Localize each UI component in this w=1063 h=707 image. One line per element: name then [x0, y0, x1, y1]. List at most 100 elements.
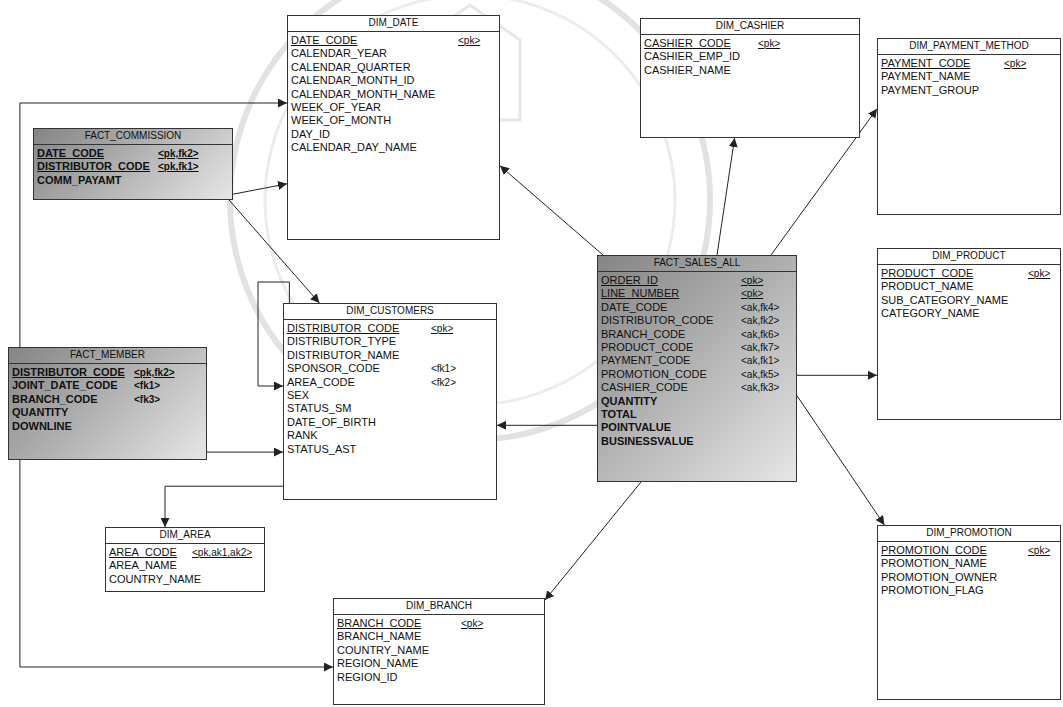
key-tag: <pk>	[1004, 57, 1026, 70]
column-name: POINTVALUE	[601, 421, 671, 434]
column-row: ORDER_ID <pk>	[598, 274, 796, 287]
column-row: BUSINESSVALUE	[598, 435, 796, 448]
table-title: FACT_COMMISSION	[85, 130, 182, 141]
key-tag: <ak,fk2>	[741, 314, 779, 327]
table-title: DIM_CUSTOMERS	[346, 305, 434, 316]
column-row: PAYMENT_NAME	[878, 70, 1060, 83]
column-row: DISTRIBUTOR_CODE<pk>	[284, 322, 496, 335]
table-title: DIM_BRANCH	[406, 600, 472, 611]
column-name: DISTRIBUTOR_CODE	[12, 366, 125, 379]
column-row: SPONSOR_CODE <fk1>	[284, 362, 496, 375]
column-name: SPONSOR_CODE	[287, 362, 380, 375]
column-row: QUANTITY	[598, 395, 796, 408]
table-header: DIM_PRODUCT	[878, 249, 1060, 265]
column-row: DISTRIBUTOR_TYPE	[284, 335, 496, 348]
column-row: PRODUCT_CODE<ak,fk7>	[598, 341, 796, 354]
column-row: PROMOTION_CODE<ak,fk5>	[598, 368, 796, 381]
column-name: BRANCH_CODE	[337, 617, 421, 630]
column-list: PAYMENT_CODE<pk>PAYMENT_NAMEPAYMENT_GROU…	[878, 55, 1060, 97]
column-name: COUNTRY_NAME	[337, 644, 429, 657]
table-header: FACT_MEMBER	[9, 348, 206, 364]
key-tag: <pk>	[1028, 267, 1050, 280]
column-name: CASHIER_CODE	[644, 37, 731, 50]
column-row: AREA_CODE<pk,ak1,ak2>	[106, 546, 264, 559]
column-name: PAYMENT_GROUP	[881, 84, 979, 97]
table-header: DIM_PROMOTION	[878, 526, 1060, 542]
column-row: CASHIER_NAME	[641, 64, 859, 77]
column-name: WEEK_OF_MONTH	[291, 114, 391, 127]
relationship-line	[797, 396, 884, 525]
relationship-line	[233, 184, 287, 194]
key-tag: <fk1>	[431, 362, 456, 375]
column-name: PROMOTION_CODE	[601, 368, 707, 381]
fact-table: FACT_SALES_ALLORDER_ID<pk>LINE_NUMBER<pk…	[597, 255, 797, 482]
column-row: CALENDAR_YEAR	[288, 47, 499, 60]
table-title: DIM_CASHIER	[716, 20, 784, 31]
column-row: PAYMENT_GROUP	[878, 84, 1060, 97]
column-row: WEEK_OF_YEAR	[288, 101, 499, 114]
column-row: STATUS_SM	[284, 402, 496, 415]
column-row: DOWNLINE	[9, 420, 206, 433]
column-row: PRODUCT_CODE<pk>	[878, 267, 1060, 280]
column-name: STATUS_AST	[287, 443, 356, 456]
column-name: JOINT_DATE_CODE	[12, 379, 118, 392]
column-name: DISTRIBUTOR_CODE	[37, 160, 150, 173]
column-row: DISTRIBUTOR_NAME	[284, 349, 496, 362]
column-row: DISTRIBUTOR_CODE <pk,fk2>	[9, 366, 206, 379]
column-name: DATE_CODE	[291, 34, 357, 47]
column-name: RANK	[287, 429, 318, 442]
table-header: DIM_CUSTOMERS	[284, 304, 496, 320]
column-row: DISTRIBUTOR_CODE<ak,fk2>	[598, 314, 796, 327]
column-name: BRANCH_CODE	[601, 328, 685, 341]
relationship-line	[497, 425, 597, 426]
column-row: DATE_OF_BIRTH	[284, 416, 496, 429]
column-row: JOINT_DATE_CODE <fk1>	[9, 379, 206, 392]
dimension-table: DIM_PRODUCT PRODUCT_CODE<pk>PRODUCT_NAMES…	[877, 248, 1061, 420]
column-name: TOTAL	[601, 408, 637, 421]
relationship-line	[545, 482, 641, 600]
key-tag: <fk3>	[134, 393, 160, 406]
column-name: CASHIER_EMP_ID	[644, 50, 740, 63]
table-header: DIM_CASHIER	[641, 19, 859, 35]
column-row: CASHIER_EMP_ID	[641, 50, 859, 63]
table-title: DIM_PRODUCT	[932, 250, 1005, 261]
key-tag: <pk>	[741, 274, 763, 287]
table-header: DIM_BRANCH	[334, 599, 544, 615]
column-row: WEEK_OF_MONTH	[288, 114, 499, 127]
column-name: PROMOTION_CODE	[881, 544, 987, 557]
fact-table: FACT_MEMBERDISTRIBUTOR_CODE<pk,fk2>JOINT…	[8, 347, 207, 460]
column-name: BUSINESSVALUE	[601, 435, 694, 448]
dimension-table: DIM_CUSTOMERSDISTRIBUTOR_CODE<pk>DISTRIB…	[283, 303, 497, 500]
key-tag: <fk2>	[431, 376, 456, 389]
column-name: AREA_CODE	[287, 376, 355, 389]
column-row: PRODUCT_NAME	[878, 280, 1060, 293]
table-title: FACT_SALES_ALL	[654, 257, 741, 268]
column-name: ORDER_ID	[601, 274, 658, 287]
column-row: CALENDAR_DAY_NAME	[288, 141, 499, 154]
column-row: SUB_CATEGORY_NAME	[878, 294, 1060, 307]
dimension-table: DIM_PAYMENT_METHODPAYMENT_CODE<pk>PAYMEN…	[877, 38, 1061, 215]
column-row: COMM_PAYAMT	[34, 174, 232, 187]
column-name: QUANTITY	[12, 406, 68, 419]
column-row: REGION_NAME	[334, 657, 544, 670]
column-name: DATE_CODE	[37, 147, 104, 160]
table-title: DIM_DATE	[369, 17, 419, 28]
column-name: PRODUCT_NAME	[881, 280, 973, 293]
column-row: POINTVALUE	[598, 421, 796, 434]
column-name: WEEK_OF_YEAR	[291, 101, 381, 114]
key-tag: <pk>	[431, 322, 453, 335]
column-name: PROMOTION_FLAG	[881, 584, 984, 597]
dimension-table: DIM_DATE DATE_CODE<pk>CALENDAR_YEAR CALEND…	[287, 15, 500, 240]
key-tag: <pk,fk2>	[134, 366, 175, 379]
column-name: DATE_CODE	[601, 301, 667, 314]
key-tag: <pk>	[461, 617, 483, 630]
relationship-line	[797, 375, 877, 376]
key-tag: <ak,fk7>	[741, 341, 779, 354]
table-title: DIM_PROMOTION	[926, 527, 1012, 538]
key-tag: <fk1>	[134, 379, 160, 392]
column-row: COUNTRY_NAME	[106, 573, 264, 586]
key-tag: <pk,fk1>	[158, 160, 199, 173]
column-row: DATE_CODE<pk>	[288, 34, 499, 47]
table-header: FACT_SALES_ALL	[598, 256, 796, 272]
column-list: DISTRIBUTOR_CODE <pk,fk2> JOINT_DATE_CODE <…	[9, 364, 206, 433]
